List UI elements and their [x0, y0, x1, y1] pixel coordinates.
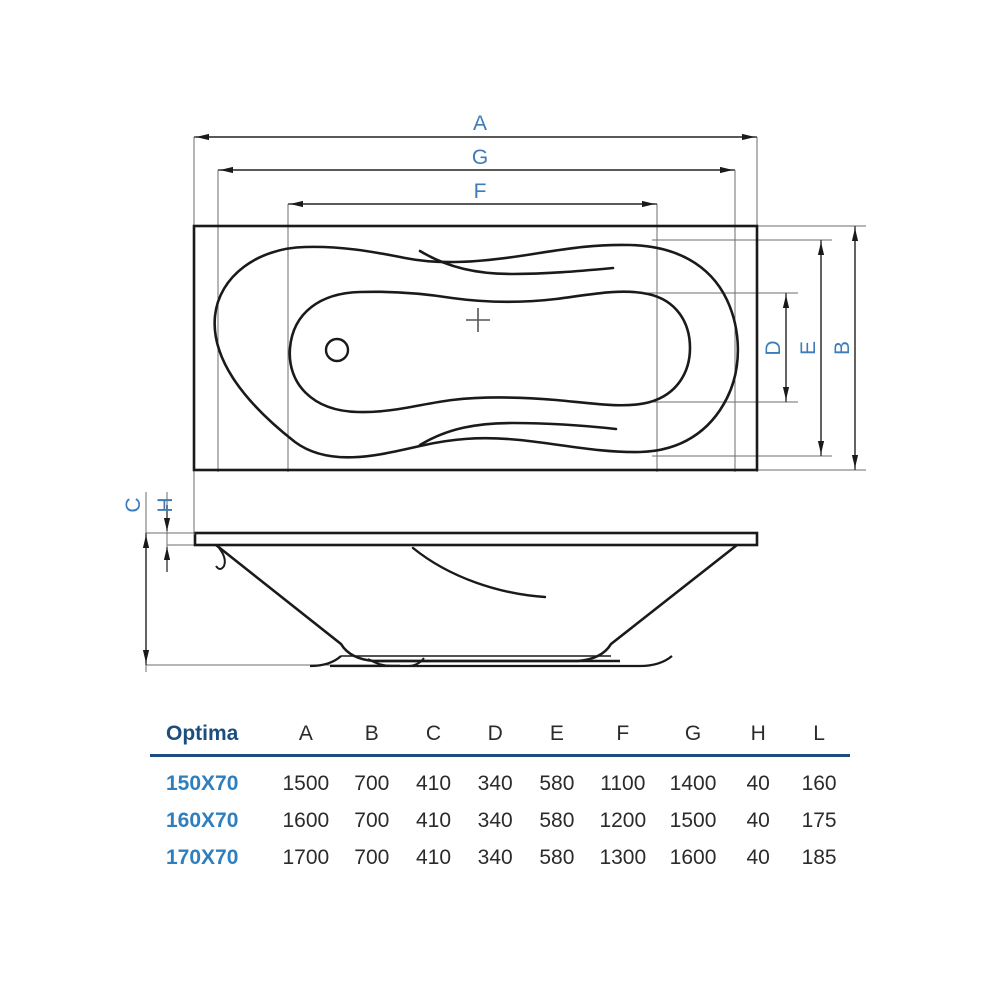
dimension-label-E: E	[797, 341, 820, 355]
tub-rim-curve	[213, 243, 740, 459]
tub-profile-right	[374, 543, 738, 663]
table-cell: 1500	[669, 808, 717, 832]
table-cell: 1600	[669, 845, 717, 869]
table-row: 150X70 1500 700 410 340 580 1100 1400 40…	[150, 756, 850, 803]
table-row-model: 160X70	[166, 808, 239, 832]
table-corner-label: Optima	[166, 722, 239, 745]
table-col-A: A	[298, 722, 313, 745]
table-row: 160X70 1600 700 410 340 580 1200 1500 40…	[150, 802, 850, 839]
table-body: 150X70 1500 700 410 340 580 1100 1400 40…	[150, 756, 850, 877]
table-cell: 40	[746, 771, 770, 795]
table-cell: 410	[415, 845, 452, 869]
plan-view-group: A G F B E D	[192, 112, 866, 472]
ledge-line-bottom	[418, 421, 618, 447]
table-cell: 700	[354, 845, 390, 869]
table-cell: 40	[746, 845, 770, 869]
table-cell: 1500	[282, 771, 330, 795]
drain-boss-icon	[367, 657, 425, 667]
dimension-label-G: G	[472, 146, 488, 169]
table-col-H: H	[750, 722, 766, 745]
dimension-label-B: B	[831, 341, 854, 355]
table-col-C: C	[425, 722, 442, 745]
table-cell: 700	[354, 771, 390, 795]
tub-base-right-fillet	[639, 655, 673, 668]
section-leader-verticals	[145, 492, 168, 672]
table-cell: 340	[477, 808, 513, 832]
backrest-line	[411, 546, 547, 599]
table-cell: 340	[477, 771, 513, 795]
tub-outline-rect	[192, 224, 759, 472]
dimension-label-D: D	[762, 340, 785, 355]
ledge-line-top	[418, 249, 615, 276]
tub-rim-profile	[193, 531, 759, 547]
tub-base-left-fillet	[309, 655, 342, 668]
section-view-group: C H	[122, 472, 759, 672]
dimension-lines-vertical	[782, 226, 859, 470]
dimension-label-C: C	[122, 497, 145, 512]
table-cell: 1300	[599, 845, 647, 869]
table-cell: 175	[801, 808, 837, 832]
table-cell: 160	[801, 771, 837, 795]
table-cell: 1400	[669, 771, 717, 795]
table-row-model: 150X70	[166, 771, 239, 795]
tub-basin-curve	[288, 290, 692, 414]
table-header: Optima A B C D E F G H L	[150, 714, 850, 756]
table-cell: 1700	[282, 845, 330, 869]
dimension-label-A: A	[473, 112, 487, 135]
drain-icon	[324, 337, 350, 363]
table-cell: 410	[415, 808, 452, 832]
table-col-D: D	[487, 722, 503, 745]
table-col-G: G	[684, 722, 702, 745]
table-cell: 410	[415, 771, 452, 795]
dimension-label-F: F	[474, 180, 487, 203]
dimension-lines-horizontal	[194, 133, 757, 208]
table-cell: 185	[801, 845, 837, 869]
center-cross-icon	[466, 308, 490, 332]
table-row-model: 170X70	[166, 845, 239, 869]
table-cell: 340	[477, 845, 513, 869]
rim-bead-icon	[215, 547, 226, 570]
table-cell: 580	[539, 845, 575, 869]
table-cell: 580	[539, 808, 575, 832]
table-col-L: L	[813, 722, 825, 745]
section-extension-lines	[146, 532, 400, 666]
table-cell: 700	[354, 808, 390, 832]
table-cell: 1600	[282, 808, 330, 832]
table-row: 170X70 1700 700 410 340 580 1300 1600 40…	[150, 839, 850, 876]
table-cell: 40	[746, 808, 770, 832]
dimension-label-H: H	[154, 497, 177, 512]
table-col-B: B	[364, 722, 379, 745]
tub-profile-left	[215, 543, 620, 663]
table-cell: 1200	[599, 808, 647, 832]
table-col-F: F	[616, 722, 630, 745]
table-cell: 1100	[600, 771, 646, 795]
table-cell: 580	[539, 771, 575, 795]
table-col-E: E	[549, 722, 564, 745]
dimension-table: Optima A B C D E F G H L 150X70 1500 700…	[150, 714, 850, 876]
table-header-row: Optima A B C D E F G H L	[150, 714, 850, 756]
